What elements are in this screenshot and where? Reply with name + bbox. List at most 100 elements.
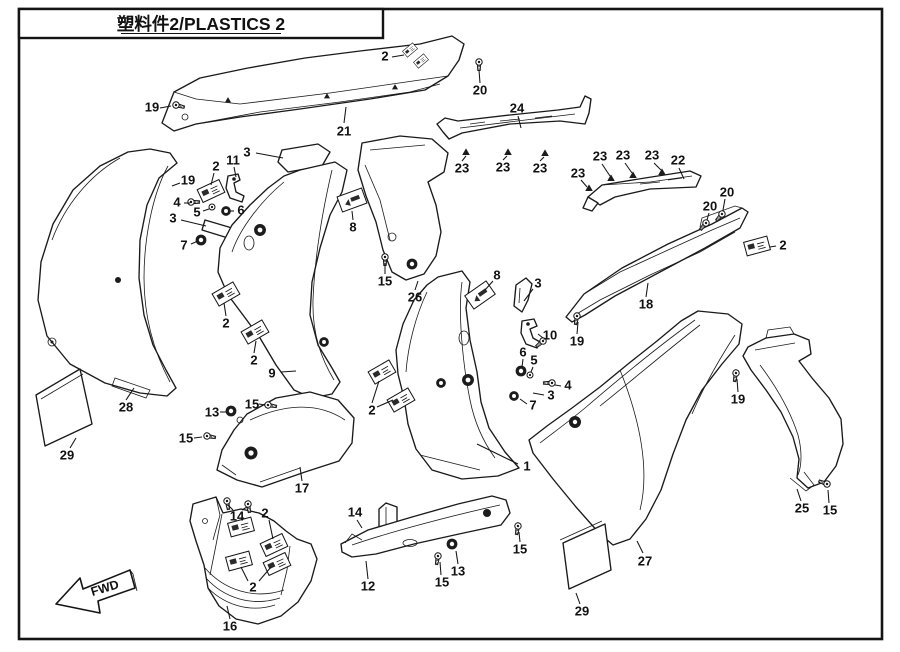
leader-line (455, 550, 459, 565)
leader-line (478, 69, 481, 84)
leader-line (180, 219, 207, 227)
part-3-drawing (513, 277, 533, 313)
part-18-drawing (565, 205, 749, 323)
leader-line (299, 466, 303, 482)
leader-line (233, 166, 237, 178)
leader-line (532, 392, 545, 396)
callout-15: 15 (378, 273, 392, 288)
part-11-bracket-drawing (225, 173, 245, 203)
part-25-drawing (742, 326, 844, 492)
leader-line (258, 566, 272, 582)
callout-2: 2 (212, 158, 219, 173)
callout-6: 6 (519, 344, 526, 359)
leader-line (343, 106, 347, 124)
callout-2: 2 (779, 237, 786, 252)
callout-29: 29 (575, 603, 589, 618)
callout-11: 11 (226, 152, 240, 167)
leader-line (537, 333, 544, 339)
callout-16: 16 (223, 618, 237, 633)
leader-line (601, 163, 611, 177)
callout-4: 4 (564, 377, 572, 392)
callout-5: 5 (193, 204, 200, 219)
callout-23: 23 (496, 159, 510, 174)
callout-23: 23 (616, 147, 630, 162)
leader-line (240, 566, 249, 582)
leader-line (414, 280, 419, 291)
leader-line (521, 358, 524, 368)
callout-14: 14 (230, 508, 245, 523)
leader-line (519, 398, 528, 405)
callout-20: 20 (720, 184, 734, 199)
leader-line (796, 488, 802, 502)
callout-8: 8 (349, 219, 356, 234)
callout-15: 15 (435, 574, 449, 589)
leader-line (241, 506, 248, 511)
callout-27: 27 (638, 553, 652, 568)
callout-13: 13 (451, 563, 465, 578)
callout-10: 10 (543, 327, 557, 342)
callout-9: 9 (268, 365, 275, 380)
callout-20: 20 (473, 82, 487, 97)
callout-23: 23 (593, 148, 607, 163)
callout-23: 23 (645, 147, 659, 162)
callout-23: 23 (571, 165, 585, 180)
leader-line (539, 156, 545, 162)
callout-22: 22 (671, 152, 685, 167)
part-17-drawing (216, 391, 355, 488)
callout-5: 5 (530, 352, 537, 367)
leader-line (653, 162, 662, 171)
leader-line (706, 212, 710, 221)
callout-3: 3 (243, 144, 250, 159)
leader-line (476, 443, 519, 465)
callout-2: 2 (222, 315, 229, 330)
callout-15: 15 (245, 396, 259, 411)
part-16-drawing (189, 496, 318, 625)
leader-line (190, 240, 199, 245)
callout-19: 19 (181, 172, 195, 187)
callout-19: 19 (570, 333, 584, 348)
callout-3: 3 (547, 387, 554, 402)
leader-line (371, 380, 380, 404)
leader-line (223, 302, 227, 317)
leader-line (530, 366, 534, 373)
part-29-left-drawing (35, 368, 93, 447)
leader-line (523, 288, 534, 302)
leader-line (351, 210, 354, 221)
callout-26: 26 (408, 289, 422, 304)
callout-19: 19 (731, 391, 745, 406)
callout-23: 23 (533, 160, 547, 175)
leader-line (439, 561, 442, 576)
leader-line (125, 387, 135, 401)
leader-line (258, 403, 266, 406)
part-9-drawing (201, 143, 348, 399)
leader-line (202, 208, 210, 212)
leader-line (484, 280, 494, 291)
leader-line (827, 489, 830, 504)
leader-line (636, 540, 644, 554)
leader-line (554, 384, 562, 387)
callout-21: 21 (337, 123, 351, 138)
leader-line (575, 592, 581, 605)
leader-line (376, 399, 394, 408)
callout-2: 2 (250, 352, 257, 367)
part-26-drawing (357, 135, 449, 281)
leader-line (645, 282, 649, 298)
callout-13: 13 (205, 404, 219, 419)
callout-8: 8 (493, 267, 500, 282)
callout-2: 2 (261, 505, 268, 520)
callout-15: 15 (823, 502, 837, 517)
leader-line (171, 182, 181, 187)
callout-2: 2 (368, 402, 375, 417)
outer-border (17, 7, 884, 641)
leader-line (461, 155, 467, 162)
fwd-arrow: FWD (55, 569, 138, 614)
leader-line (624, 162, 633, 174)
callout-14: 14 (348, 504, 363, 519)
part-28-drawing (37, 148, 178, 399)
part-27-drawing (528, 310, 743, 546)
leader-line (365, 560, 369, 580)
leader-line (580, 179, 588, 188)
